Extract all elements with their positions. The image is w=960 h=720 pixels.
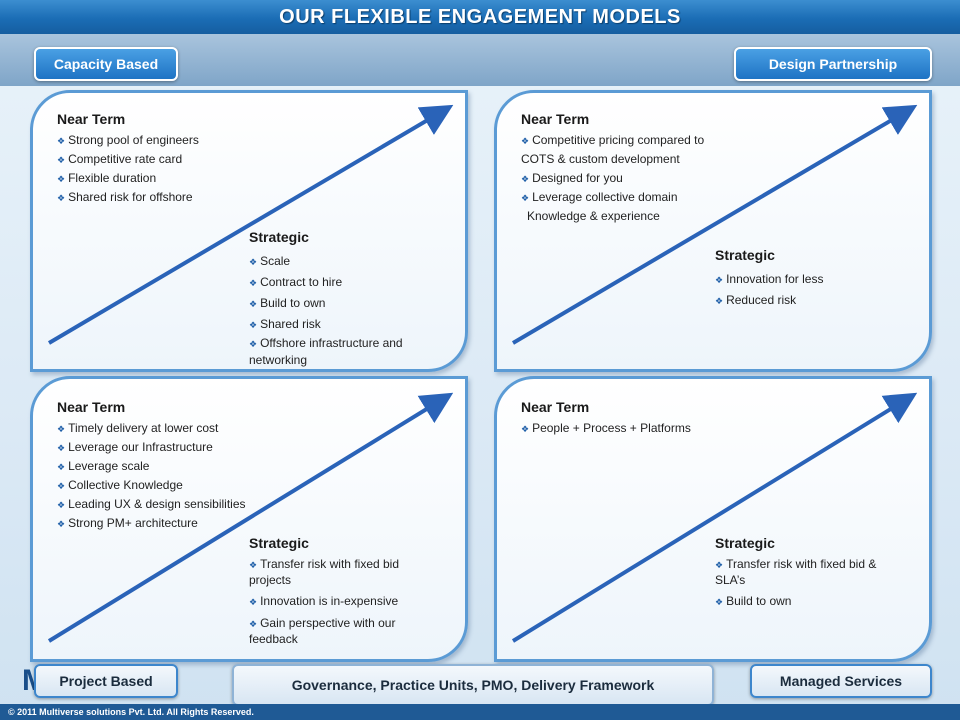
list-item: Strong pool of engineers: [57, 131, 199, 150]
list-item: Build to own: [715, 594, 905, 610]
list-item: Flexible duration: [57, 169, 199, 188]
managed-services-label: Managed Services: [750, 664, 932, 698]
list-item: Contract to hire: [249, 272, 439, 293]
managed-services-panel: Near Term People + Process + Platforms S…: [494, 376, 932, 662]
growth-arrow-icon: [511, 392, 918, 643]
list-item: Innovation for less: [715, 269, 823, 290]
list-item: People + Process + Platforms: [521, 419, 691, 438]
near-term-heading: Near Term: [521, 111, 590, 127]
list-item: Shared risk for offshore: [57, 188, 199, 207]
near-term-list: People + Process + Platforms: [521, 419, 691, 438]
list-item: Knowledge & experience: [527, 209, 660, 223]
strategic-list: Innovation for less Reduced risk: [715, 269, 823, 311]
design-partnership-label: Design Partnership: [734, 47, 932, 81]
list-item: Collective Knowledge: [57, 476, 246, 495]
list-item: Leading UX & design sensibilities: [57, 495, 245, 514]
growth-arrow-icon: [47, 392, 454, 643]
list-item: Leverage scale: [57, 457, 246, 476]
list-item: Competitive pricing compared to: [521, 131, 704, 150]
page-title: OUR FLEXIBLE ENGAGEMENT MODELS: [0, 0, 960, 34]
design-partnership-panel: Near Term Competitive pricing compared t…: [494, 90, 932, 372]
list-item: Transfer risk with fixed bid projects: [249, 557, 439, 588]
strategic-heading: Strategic: [249, 535, 309, 551]
near-term-list: Timely delivery at lower cost Leverage o…: [57, 419, 246, 533]
near-term-list: Strong pool of engineers Competitive rat…: [57, 131, 199, 207]
capacity-based-label: Capacity Based: [34, 47, 178, 81]
project-based-label: Project Based: [34, 664, 178, 698]
strategic-list: Scale Contract to hire Build to own Shar…: [249, 251, 439, 368]
list-item: Scale: [249, 251, 439, 272]
growth-arrow-icon: [47, 104, 454, 345]
capacity-based-panel: Near Term Strong pool of engineers Compe…: [30, 90, 468, 372]
near-term-heading: Near Term: [521, 399, 590, 415]
copyright-footer: © 2011 Multiverse solutions Pvt. Ltd. Al…: [0, 704, 960, 720]
strategic-list: Transfer risk with fixed bid projects In…: [249, 557, 439, 647]
list-item: Gain perspective with our feedback: [249, 616, 439, 647]
near-term-list: Competitive pricing compared to COTS & c…: [521, 131, 704, 226]
growth-arrow-icon: [511, 104, 918, 345]
list-item: Innovation is in-expensive: [249, 594, 439, 610]
strategic-heading: Strategic: [715, 247, 775, 263]
strategic-heading: Strategic: [715, 535, 775, 551]
strategic-list: Transfer risk with fixed bid & SLA’s Bui…: [715, 557, 905, 610]
near-term-heading: Near Term: [57, 111, 126, 127]
list-item: Reduced risk: [715, 290, 823, 311]
list-item: Leverage our Infrastructure: [57, 438, 246, 457]
project-based-panel: Near Term Timely delivery at lower cost …: [30, 376, 468, 662]
governance-label: Governance, Practice Units, PMO, Deliver…: [232, 664, 714, 706]
list-item: Leverage collective domain: [521, 188, 704, 207]
list-item: Strong PM+ architecture: [57, 514, 246, 533]
list-item: Timely delivery at lower cost: [57, 419, 246, 438]
list-item: COTS & custom development: [521, 152, 680, 166]
list-item: Shared risk: [249, 314, 439, 335]
list-item: Build to own: [249, 293, 439, 314]
list-item: Designed for you: [521, 169, 704, 188]
list-item: Offshore infrastructure and networking: [249, 335, 439, 368]
strategic-heading: Strategic: [249, 229, 309, 245]
near-term-heading: Near Term: [57, 399, 126, 415]
list-item: Transfer risk with fixed bid & SLA’s: [715, 557, 905, 588]
list-item: Competitive rate card: [57, 150, 199, 169]
